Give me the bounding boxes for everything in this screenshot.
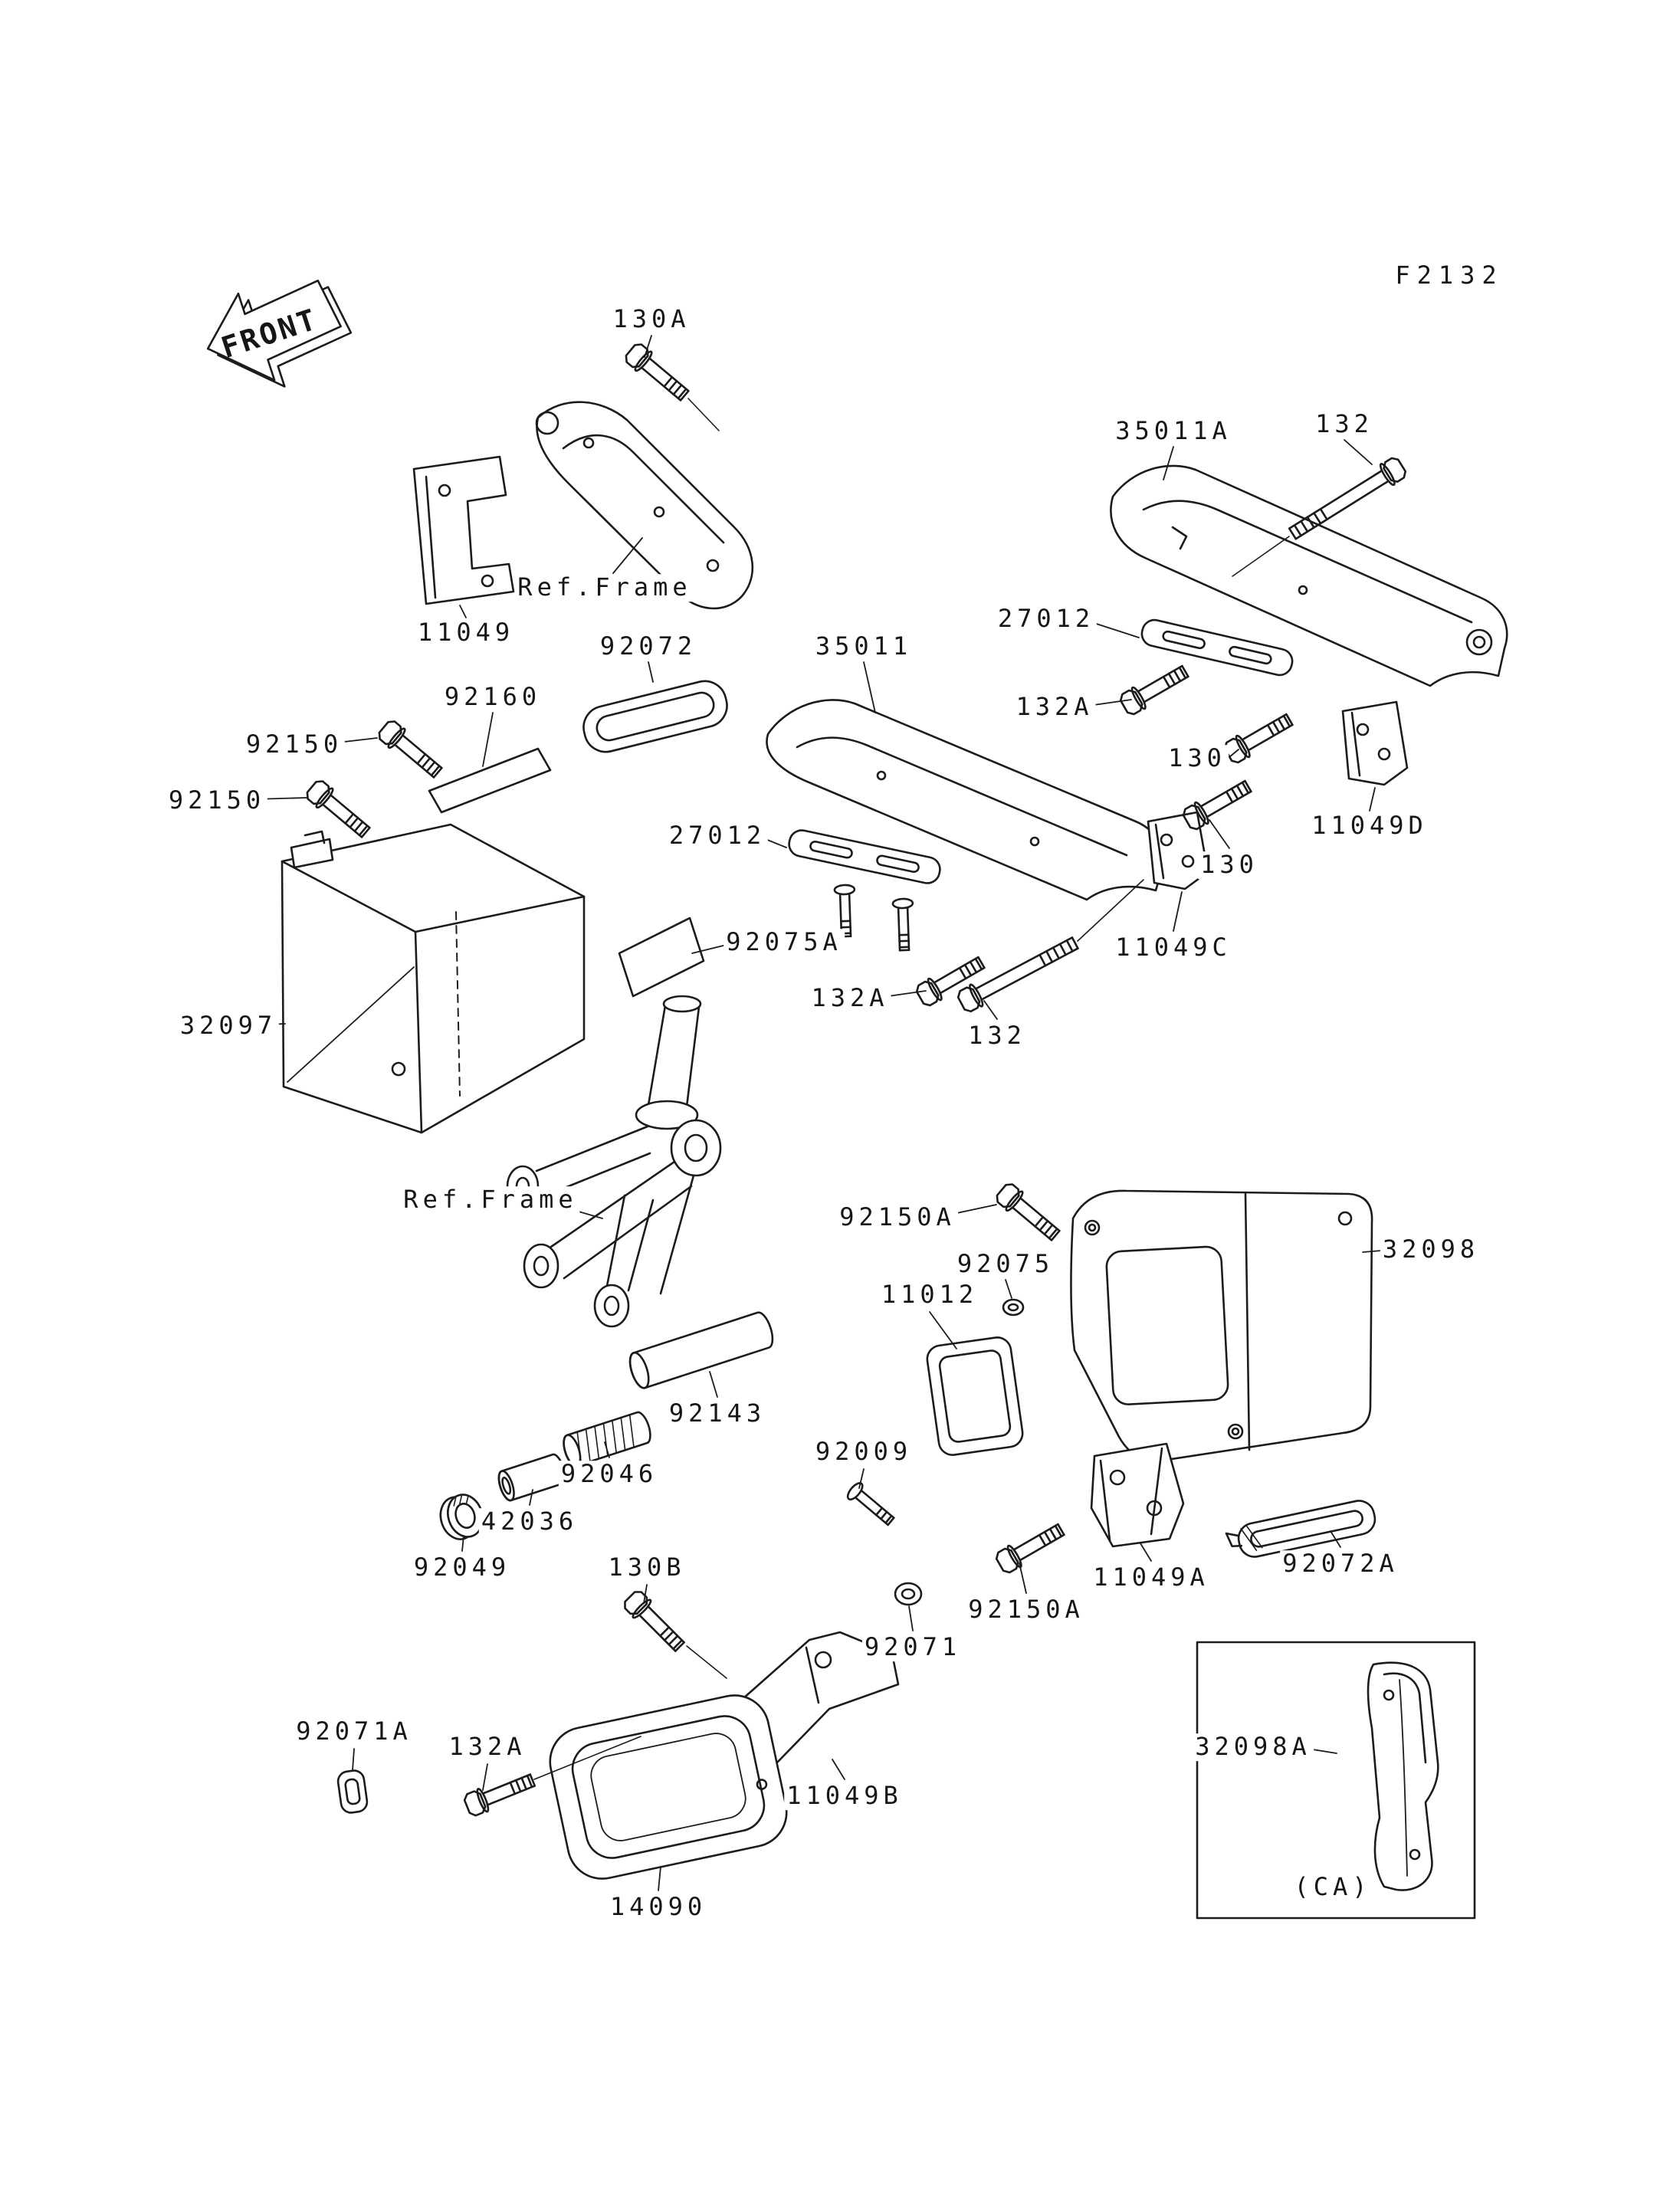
part-92071A-grommet — [336, 1769, 369, 1814]
part-11012-cap — [926, 1336, 1024, 1456]
part-11049C-bracket — [1147, 811, 1209, 890]
part-label-32098: 32098 — [1380, 1236, 1482, 1264]
part-label-27012-left: 27012 — [666, 822, 769, 850]
part-label-92150A-upper: 92150A — [837, 1204, 958, 1231]
part-32098-cover — [1070, 1189, 1373, 1462]
part-label-92072A: 92072A — [1280, 1550, 1401, 1578]
part-label-92046: 92046 — [558, 1461, 661, 1488]
part-11049D-bracket — [1341, 700, 1409, 786]
part-label-11049A: 11049A — [1091, 1564, 1212, 1592]
part-label-92075: 92075 — [954, 1251, 1057, 1278]
part-92143-sleeve — [628, 1311, 774, 1389]
part-label-92009: 92009 — [812, 1438, 915, 1466]
detail-box-32098A — [1196, 1641, 1476, 1920]
part-14090-cover — [549, 1694, 788, 1880]
part-label-130A: 130A — [610, 306, 693, 333]
part-32097-junction-box — [281, 823, 586, 1134]
part-label-11049D: 11049D — [1309, 812, 1430, 840]
part-11049A-bracket — [1090, 1442, 1185, 1548]
part-label-32097: 32097 — [177, 1012, 280, 1040]
part-label-92075A: 92075A — [724, 929, 845, 956]
part-label-92072: 92072 — [597, 633, 700, 661]
part-35011-cover — [766, 699, 1165, 901]
part-label-11049C: 11049C — [1113, 934, 1234, 962]
part-label-11012: 11012 — [878, 1281, 981, 1309]
ref-frame-pivot-assembly — [506, 995, 722, 1328]
part-label-92071A: 92071A — [294, 1718, 415, 1746]
part-27012-plate-right — [1140, 618, 1294, 677]
part-label-ref-frame-mid: Ref.Frame — [401, 1186, 580, 1214]
part-label-132A-right: 132A — [1013, 694, 1096, 721]
part-92160-pad — [428, 747, 552, 814]
part-label-92143: 92143 — [666, 1400, 769, 1428]
part-label-130B: 130B — [605, 1554, 688, 1582]
part-92049-seal — [439, 1494, 484, 1540]
ref-frame-member-top — [535, 401, 754, 610]
part-label-92160: 92160 — [441, 684, 544, 711]
part-label-CA: (CA) — [1291, 1874, 1374, 1901]
part-label-42036: 42036 — [478, 1508, 581, 1536]
part-label-27012-right: 27012 — [995, 605, 1098, 633]
part-label-92150A-lower: 92150A — [966, 1596, 1087, 1624]
part-92075-damper — [1002, 1298, 1025, 1317]
part-92072A-band — [1225, 1500, 1376, 1558]
part-label-35011: 35011 — [812, 633, 915, 661]
part-35011A-cover — [1110, 464, 1508, 687]
part-label-35011A: 35011A — [1113, 418, 1234, 445]
part-label-ref-frame-top: Ref.Frame — [515, 574, 694, 602]
part-label-130-1: 130 — [1166, 745, 1229, 772]
part-label-132A-bottom: 132A — [446, 1733, 529, 1761]
figure-code: F2132 — [1393, 262, 1506, 290]
part-label-130-2: 130 — [1198, 851, 1261, 879]
part-label-92150-2: 92150 — [166, 787, 268, 815]
part-label-14090: 14090 — [607, 1894, 710, 1921]
part-label-92049: 92049 — [411, 1554, 514, 1582]
part-11049-bracket — [412, 455, 515, 605]
part-92071-grommet — [894, 1582, 923, 1606]
part-label-11049B: 11049B — [784, 1782, 905, 1810]
part-92072-band — [582, 680, 728, 753]
part-42036-collar — [497, 1453, 566, 1502]
part-label-32098A: 32098A — [1193, 1733, 1314, 1761]
axis-lines — [533, 398, 1290, 1780]
front-direction-arrow — [206, 279, 353, 388]
part-label-11049: 11049 — [415, 619, 517, 647]
part-label-132-mid: 132 — [966, 1022, 1029, 1050]
part-92075A-pad — [618, 917, 705, 998]
part-27012-plate-left — [788, 829, 941, 952]
part-label-92071: 92071 — [861, 1634, 964, 1661]
part-label-92150-1: 92150 — [243, 731, 346, 759]
part-label-132-top: 132 — [1313, 411, 1376, 438]
part-label-132A-mid: 132A — [809, 985, 891, 1012]
